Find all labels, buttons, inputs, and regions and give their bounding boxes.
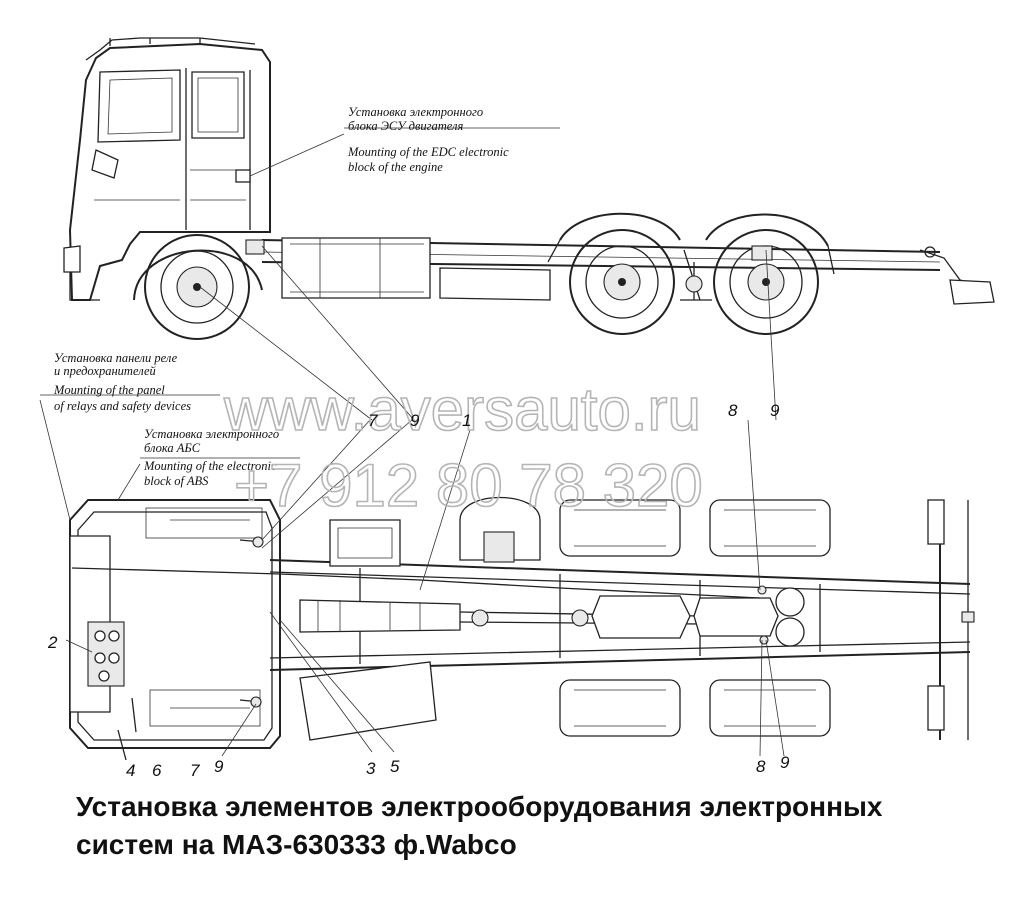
label-top-9a: 9 bbox=[410, 411, 420, 430]
label-bot-4: 4 bbox=[126, 761, 135, 780]
label-bot-7: 7 bbox=[190, 761, 200, 780]
caption-line2: систем на МАЗ-630333 ф.Wabco bbox=[76, 829, 517, 860]
relay-ru-line2: и предохранителей bbox=[54, 364, 157, 378]
watermark-phone: +7 912 80 78 320 bbox=[234, 452, 703, 519]
relay-en-line1: Mounting of the panel bbox=[53, 383, 165, 397]
callout-relay-panel: Установка панели реле и предохранителей … bbox=[53, 351, 191, 413]
label-bot-6: 6 bbox=[152, 761, 162, 780]
callout-ecu: Установка электронного блока ЭСУ двигате… bbox=[347, 105, 509, 174]
ecu-ru-line2: блока ЭСУ двигателя bbox=[348, 119, 463, 133]
relay-ru-line1: Установка панели реле bbox=[54, 351, 178, 365]
label-bot-3: 3 bbox=[366, 759, 376, 778]
side-view-truck bbox=[63, 37, 995, 340]
leader-lines bbox=[39, 127, 785, 757]
watermark-site: www.aversauto.ru bbox=[223, 376, 701, 443]
label-side-2: 2 bbox=[47, 633, 58, 652]
label-bot-5: 5 bbox=[390, 757, 400, 776]
label-bot-9a: 9 bbox=[214, 757, 224, 776]
label-bot-9b: 9 bbox=[780, 753, 790, 772]
caption-line1: Установка элементов электрооборудования … bbox=[76, 791, 883, 822]
ecu-en-line2: block of the engine bbox=[348, 160, 443, 174]
label-top-9b: 9 bbox=[770, 401, 780, 420]
figure-caption: Установка элементов электрооборудования … bbox=[76, 788, 996, 864]
watermark: www.aversauto.ru +7 912 80 78 320 bbox=[222, 375, 703, 520]
abs-ru-line2: блока АБС bbox=[144, 441, 201, 455]
abs-ru-line1: Установка электронного bbox=[144, 427, 279, 441]
label-top-7: 7 bbox=[368, 411, 378, 430]
abs-en-line2: block of ABS bbox=[144, 474, 209, 488]
label-top-8: 8 bbox=[728, 401, 738, 420]
top-view-chassis bbox=[69, 496, 975, 761]
abs-en-line1: Mounting of the electronic bbox=[143, 459, 277, 473]
ecu-en-line1: Mounting of the EDC electronic bbox=[347, 145, 509, 159]
label-top-1: 1 bbox=[462, 411, 471, 430]
part-numbers: 7 9 1 8 9 2 4 6 7 9 3 5 8 9 bbox=[47, 401, 790, 780]
label-bot-8: 8 bbox=[756, 757, 766, 776]
ecu-ru-line1: Установка электронного bbox=[348, 105, 483, 119]
callout-abs: Установка электронного блока АБС Mountin… bbox=[143, 427, 279, 488]
relay-en-line2: of relays and safety devices bbox=[54, 399, 191, 413]
